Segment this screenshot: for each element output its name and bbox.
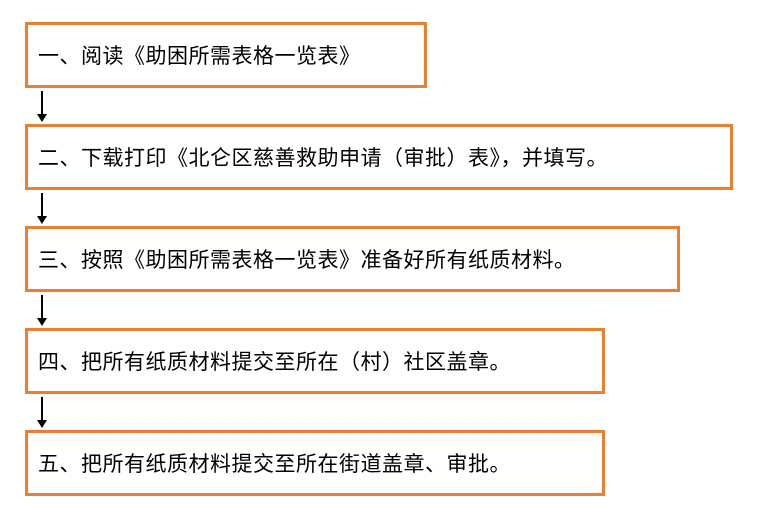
step-3-label: 三、按照《助困所需表格一览表》准备好所有纸质材料。 [38,248,576,272]
step-3-box: 三、按照《助困所需表格一览表》准备好所有纸质材料。 [25,226,680,292]
step-2-box: 二、下载打印《北仑区慈善救助申请（审批）表》，并填写。 [25,124,733,190]
step-2-label: 二、下载打印《北仑区慈善救助申请（审批）表》，并填写。 [38,146,608,170]
step-5-box: 五、把所有纸质材料提交至所在街道盖章、审批。 [25,430,605,496]
step-4-box: 四、把所有纸质材料提交至所在（村）社区盖章。 [25,328,605,394]
arrow-2-3-head [37,216,47,224]
step-4-label: 四、把所有纸质材料提交至所在（村）社区盖章。 [38,350,511,374]
step-5-label: 五、把所有纸质材料提交至所在街道盖章、审批。 [38,452,511,476]
arrow-3-4-head [37,318,47,326]
arrow-2-3-line [41,193,43,217]
arrow-1-2-head [37,114,47,122]
arrow-4-5-head [37,420,47,428]
arrow-1-2-line [41,91,43,115]
arrow-3-4-line [41,295,43,319]
arrow-4-5-line [41,397,43,421]
step-1-label: 一、阅读《助困所需表格一览表》 [38,44,361,68]
step-1-box: 一、阅读《助困所需表格一览表》 [25,22,427,88]
